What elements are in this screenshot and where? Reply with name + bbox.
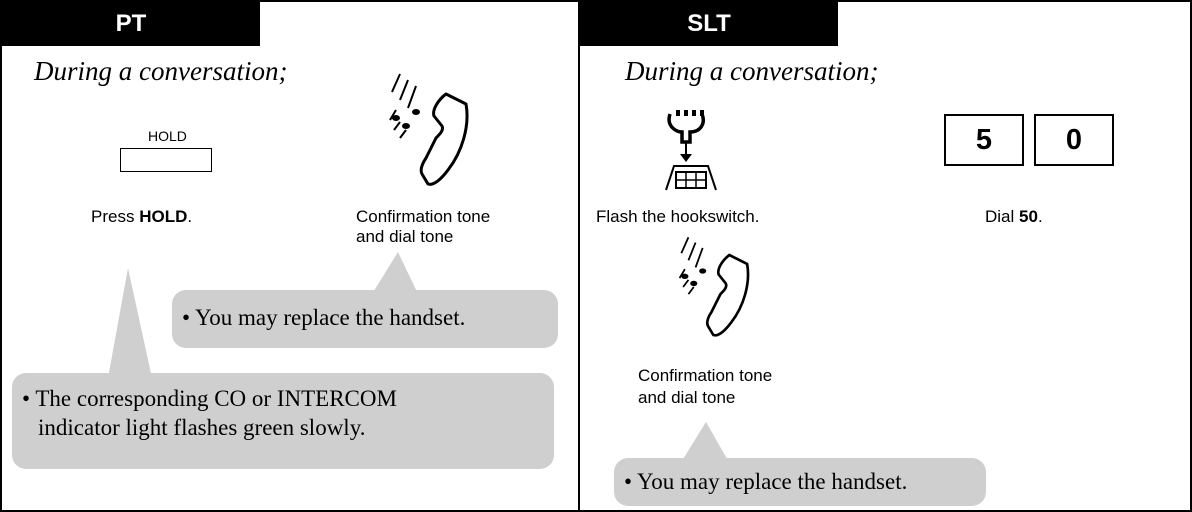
pt-step1-caption: Press HOLD.	[91, 207, 193, 226]
pt-tab: PT	[2, 2, 260, 46]
pt-indicator-note-line2: indicator light flashes green slowly.	[38, 415, 366, 440]
hold-key-label: HOLD	[148, 128, 187, 144]
hold-key[interactable]	[120, 148, 212, 172]
pt-step2-caption-line1: Confirmation tone	[356, 207, 491, 226]
slt-handset-note-bubble: • You may replace the handset.	[614, 458, 986, 506]
pt-handset-note-bubble: • You may replace the handset.	[172, 290, 558, 348]
key-5[interactable]: 5	[944, 114, 1024, 166]
slt-handset-note: • You may replace the handset.	[624, 469, 908, 494]
slt-step3-caption-line2: and dial tone	[638, 388, 736, 407]
handset-tone-icon	[678, 236, 750, 337]
slt-step2-caption: Dial 50.	[985, 207, 1043, 226]
slt-intro: During a conversation;	[625, 56, 879, 86]
hookswitch-icon	[665, 110, 717, 191]
slt-tab: SLT	[580, 2, 838, 46]
pt-indicator-note-bubble: • The corresponding CO or INTERCOM indic…	[12, 373, 554, 469]
slt-step3-caption-line1: Confirmation tone	[638, 366, 773, 385]
slt-panel: SLT During a conversation; Flash the hoo…	[578, 0, 1192, 512]
pt-panel: PT During a conversation; HOLD Press HOL…	[0, 0, 580, 512]
key-0[interactable]: 0	[1034, 114, 1114, 166]
handset-tone-icon	[389, 73, 469, 186]
pt-handset-note: • You may replace the handset.	[182, 305, 466, 330]
slt-step1-caption: Flash the hookswitch.	[596, 207, 760, 226]
pt-indicator-note-line1: • The corresponding CO or INTERCOM	[22, 386, 397, 411]
pt-intro: During a conversation;	[34, 56, 288, 86]
pt-step2-caption-line2: and dial tone	[356, 227, 454, 246]
